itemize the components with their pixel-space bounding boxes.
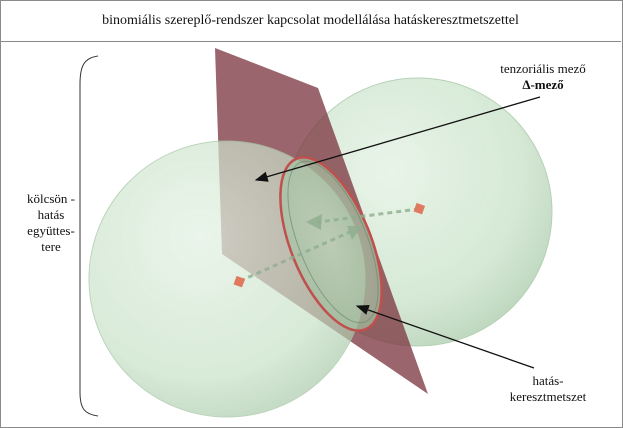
interaction-space-label-line-3: együttes- [27, 223, 75, 238]
connector-arrowhead-1 [306, 214, 322, 230]
cross-section-label-line-1: hatás- [532, 373, 564, 388]
figure-title: binomiális szereplő-rendszer kapcsolat m… [0, 0, 621, 42]
tensor-field-label: tenzoriális mező Δ-mező [470, 61, 616, 93]
field-pointer-arrow [254, 96, 541, 182]
left-bracket [79, 55, 99, 417]
cross-section-pointer-arrow [355, 304, 535, 369]
interaction-space-label: kölcsön - hatás együttes- tere [24, 191, 78, 255]
cross-section-label-line-2: keresztmetszet [509, 389, 587, 404]
cross-section-label: hatás- keresztmetszet [486, 373, 610, 405]
cross-section-disc [279, 156, 383, 332]
connector-arrowhead-2 [347, 226, 362, 240]
interaction-space-label-line-1: kölcsön - [26, 191, 76, 206]
connector-arrow-2 [239, 230, 351, 283]
tensor-field-label-line-1: tenzoriális mező [500, 61, 586, 76]
figure-title-text: binomiális szereplő-rendszer kapcsolat m… [102, 12, 519, 28]
connector-arrow-1 [317, 207, 420, 224]
tensor-field-label-line-2: Δ-mező [522, 77, 564, 92]
left-centre-point [233, 275, 246, 288]
interaction-space-label-line-4: tere [41, 239, 61, 254]
interaction-space-label-line-2: hatás [37, 207, 65, 222]
right-centre-point [413, 202, 426, 215]
